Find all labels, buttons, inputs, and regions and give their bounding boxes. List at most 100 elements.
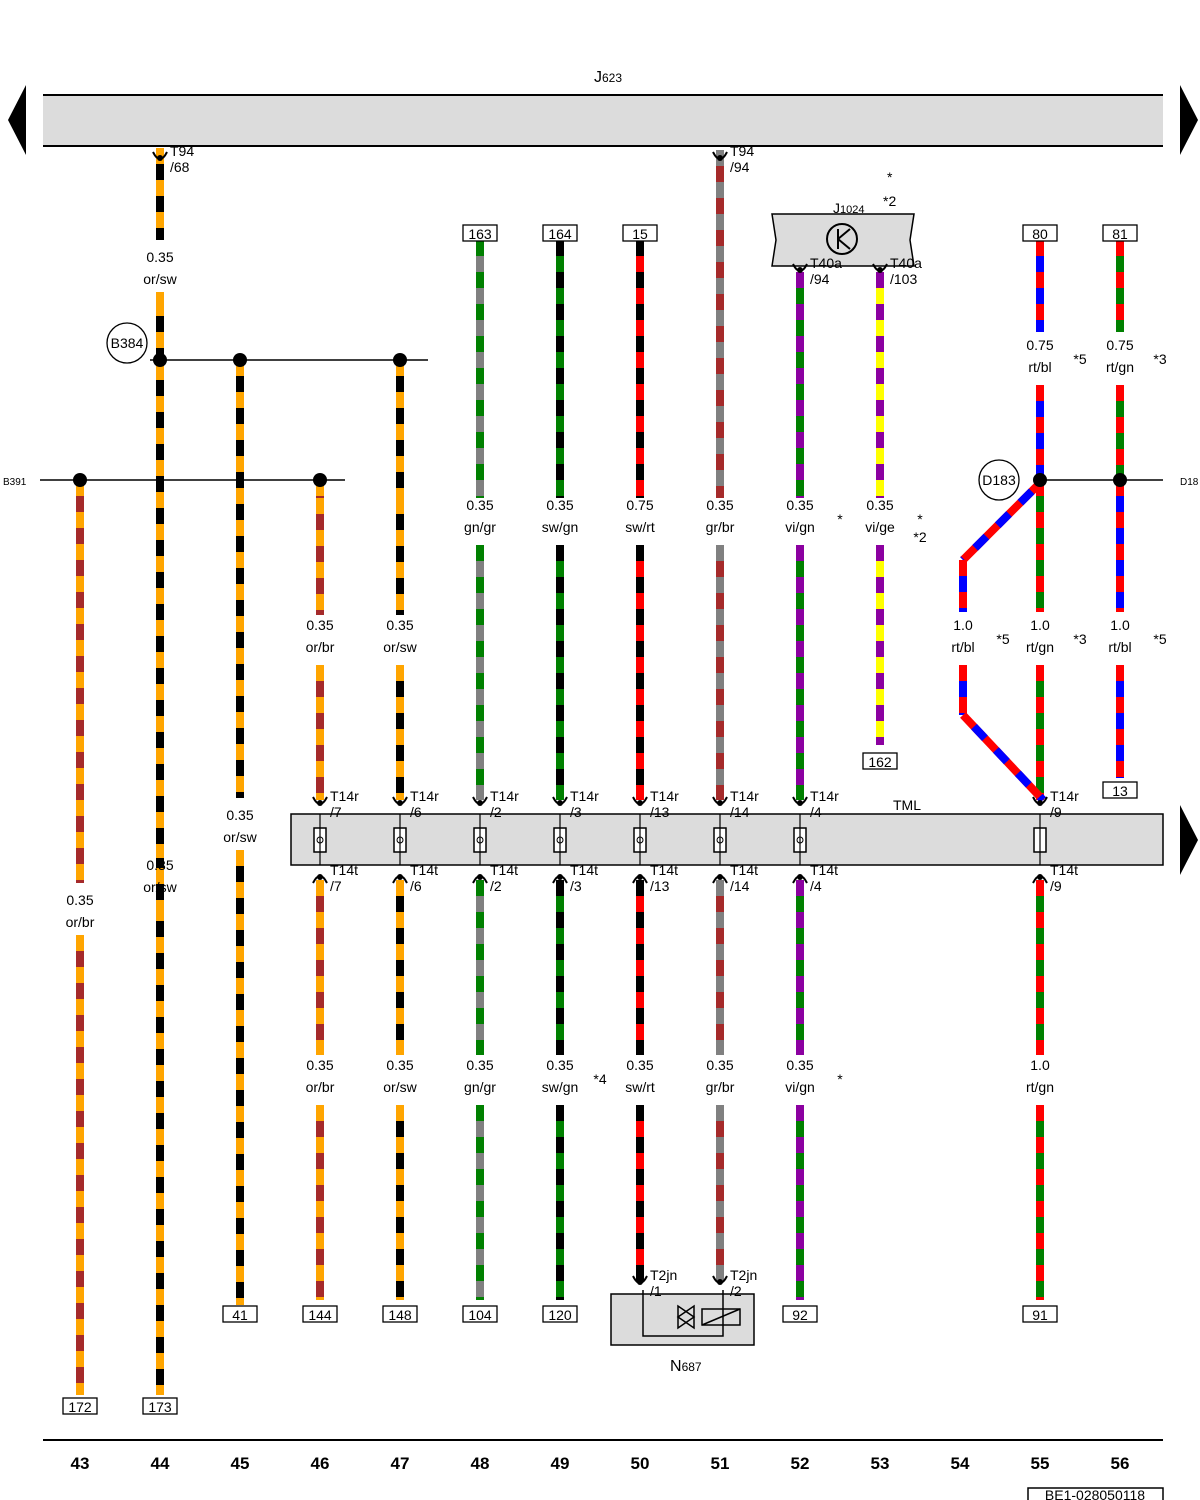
wire-col55-gn-lower-code: rt/gn: [1026, 1079, 1054, 1095]
wire-col46-lower-size: 0.35: [306, 1057, 333, 1073]
pin-t-col52-pin: /4: [810, 878, 822, 894]
pin-r-col48-pin: /2: [490, 804, 502, 820]
top-conn-col52-pin: /94: [810, 271, 830, 287]
wire-col49-upper-size: 0.35: [546, 497, 573, 513]
end-box-col45[interactable]: [222, 1305, 258, 1323]
wire-col46-lower-code: or/br: [306, 1079, 335, 1095]
wire-col55-upper-code: rt/bl: [1028, 359, 1051, 375]
end-box-col56[interactable]: [1102, 781, 1138, 799]
wire-col44-label2-code: or/sw: [143, 879, 177, 895]
end-box-col48[interactable]: [462, 1305, 498, 1323]
column-number-43: 43: [71, 1454, 90, 1473]
splice-id-b384: B384: [111, 335, 144, 351]
pin-r-col52-pin: /4: [810, 804, 822, 820]
bus-label-left: B391: [3, 477, 27, 488]
wire-col54-upper-note: *5: [996, 631, 1009, 647]
pin-r-col47-pin: /6: [410, 804, 422, 820]
pin-r-col46-name: T14r: [330, 788, 359, 804]
wire-col49-lower-note: *4: [593, 1071, 606, 1087]
wire-col53-upper-note2: *2: [913, 529, 926, 545]
column-number-49: 49: [551, 1454, 570, 1473]
pin-r-col49-pin: /3: [570, 804, 582, 820]
pin-r-col52-name: T14r: [810, 788, 839, 804]
wire-col54-diag2-stripe: [960, 712, 1046, 803]
pin-t-col46-name: T14t: [330, 862, 358, 878]
end-box-col49[interactable]: [542, 1305, 578, 1323]
pin-t-col51-pin: /14: [730, 878, 750, 894]
page-left-arrow-icon[interactable]: [8, 85, 26, 155]
wire-col50-lower-size: 0.35: [626, 1057, 653, 1073]
wire-col51-lower-size: 0.35: [706, 1057, 733, 1073]
top-box-col49-label: 164: [548, 226, 572, 242]
wire-col52-upper-note: *: [837, 511, 843, 527]
pin-t-col48-pin: /2: [490, 878, 502, 894]
pin-r-col50-name: T14r: [650, 788, 679, 804]
control-unit-name: J623: [594, 69, 622, 86]
wire-col43-label-code: or/br: [66, 914, 95, 930]
pin-r-col50-pin: /13: [650, 804, 670, 820]
pin-t-col47-name: T14t: [410, 862, 438, 878]
page-right-arrow-icon[interactable]: [1180, 85, 1198, 155]
end-box-col44[interactable]: [142, 1397, 178, 1415]
column-number-44: 44: [151, 1454, 170, 1473]
sensor-icon: [826, 223, 858, 255]
pin-r-col51-pin: /14: [730, 804, 750, 820]
module-note1: *: [887, 169, 893, 185]
end-box-col44-label: 173: [148, 1399, 172, 1415]
column-number-55: 55: [1031, 1454, 1050, 1473]
top-box-col55[interactable]: [1022, 224, 1058, 242]
end-box-col47[interactable]: [382, 1305, 418, 1323]
wire-col49-lower-code: sw/gn: [542, 1079, 579, 1095]
splice-circle-d183: [978, 459, 1020, 501]
wire-col56-upper-note: *3: [1153, 351, 1166, 367]
end-box-col52[interactable]: [782, 1305, 818, 1323]
top-box-col49[interactable]: [542, 224, 578, 242]
wire-col47-lower-size: 0.35: [386, 1057, 413, 1073]
pin-r-col55-name: T14r: [1050, 788, 1079, 804]
end-box-col43-label: 172: [68, 1399, 92, 1415]
drawing-id: BE1-028050118: [1045, 1487, 1145, 1500]
wire-col55-upper-size: 0.75: [1026, 337, 1053, 353]
wire-col50-upper-code: sw/rt: [625, 519, 655, 535]
end-box-col46[interactable]: [302, 1305, 338, 1323]
top-box-col55-label: 80: [1032, 226, 1048, 242]
end-box-col53[interactable]: [862, 752, 898, 770]
end-box-col43[interactable]: [62, 1397, 98, 1415]
wire-col56-bl-upper-size: 1.0: [1110, 617, 1130, 633]
top-box-col56[interactable]: [1102, 224, 1138, 242]
tml-connector-bar: [290, 813, 1164, 866]
wire-col48-upper-size: 0.35: [466, 497, 493, 513]
wire-col43-label-size: 0.35: [66, 892, 93, 908]
pin-r-col46-pin: /7: [330, 804, 342, 820]
splice-dot: [233, 353, 247, 367]
wire-col47-upper-size: 0.35: [386, 617, 413, 633]
tml-right-arrow-icon[interactable]: [1180, 805, 1198, 875]
end-box-col53-label: 162: [868, 754, 892, 770]
top-box-col56-label: 81: [1112, 226, 1128, 242]
column-number-56: 56: [1111, 1454, 1130, 1473]
column-number-46: 46: [311, 1454, 330, 1473]
wire-col52-lower-code: vi/gn: [785, 1079, 815, 1095]
top-conn-col51-pin: /94: [730, 159, 750, 175]
end-box-col46-label: 144: [308, 1307, 332, 1323]
tml-label: TML: [893, 797, 921, 813]
wire-col46-upper-size: 0.35: [306, 617, 333, 633]
splice-dot: [313, 473, 327, 487]
module-name: J1024: [833, 200, 864, 216]
top-box-col50-label: 15: [632, 226, 648, 242]
wire-col44-label2-size: 0.35: [146, 857, 173, 873]
wire-col52-upper-code: vi/gn: [785, 519, 815, 535]
column-number-53: 53: [871, 1454, 890, 1473]
conn-t94-68-pin: /68: [170, 159, 190, 175]
wire-col53-upper-code: vi/ge: [865, 519, 895, 535]
wire-col48-lower-size: 0.35: [466, 1057, 493, 1073]
end-box-col55[interactable]: [1022, 1305, 1058, 1323]
pin-t-col52-name: T14t: [810, 862, 838, 878]
top-box-col50[interactable]: [622, 224, 658, 242]
pin-t-col50-pin: /13: [650, 878, 670, 894]
top-box-col48[interactable]: [462, 224, 498, 242]
wire-col55-gn-upper-note: *3: [1073, 631, 1086, 647]
wire-col55-gn-upper-code: rt/gn: [1026, 639, 1054, 655]
splice-dot: [153, 353, 167, 367]
